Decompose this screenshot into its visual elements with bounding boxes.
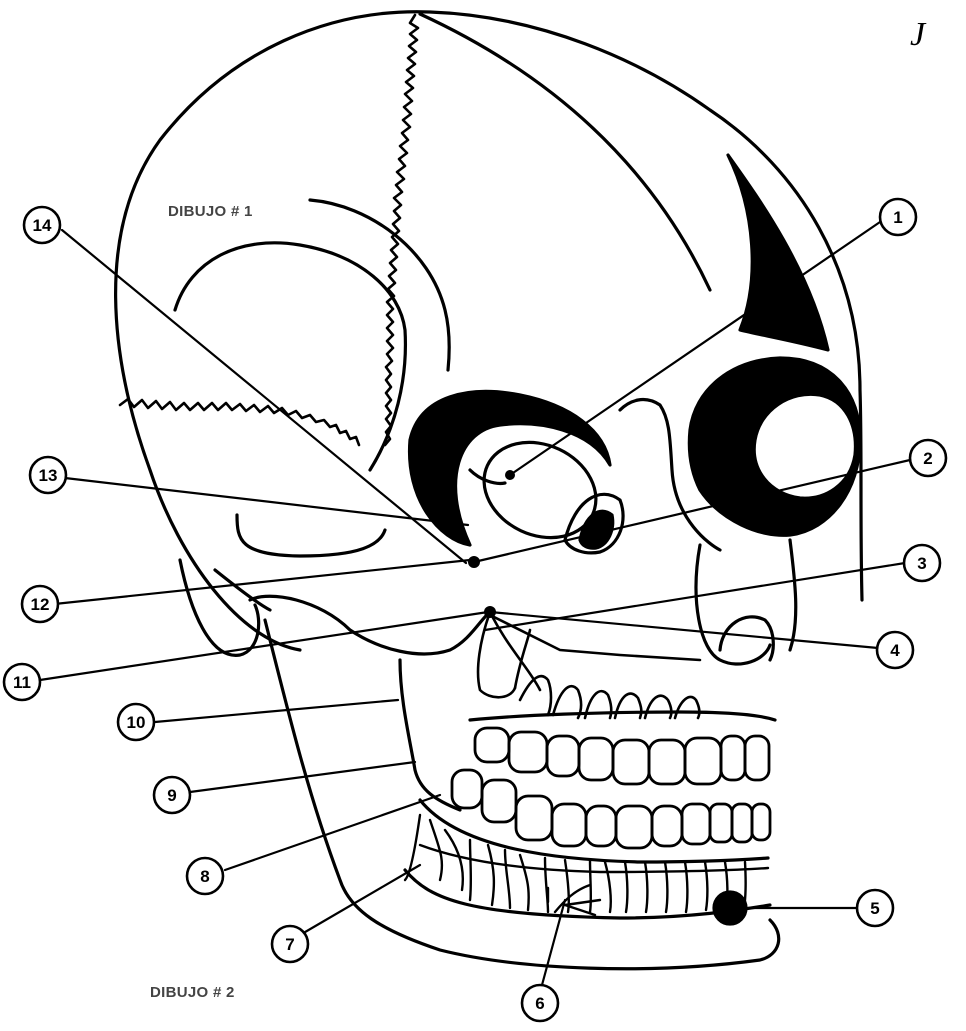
- callout-number-1: 1: [893, 208, 902, 227]
- caption-drawing-1: DIBUJO # 1: [168, 203, 253, 220]
- eye-socket-detail: [470, 470, 505, 483]
- upper-gumline: [470, 712, 775, 720]
- callout-number-3: 3: [917, 554, 926, 573]
- caption-drawing-2: DIBUJO # 2: [150, 984, 235, 1001]
- mandible-lower: [265, 620, 779, 969]
- callout-number-9: 9: [167, 786, 176, 805]
- callout-number-6: 6: [535, 994, 544, 1013]
- zygomatic-arch: [237, 515, 385, 556]
- maxilla-side: [790, 540, 796, 650]
- squamous-suture: [120, 399, 359, 445]
- upper-teeth: [475, 728, 769, 784]
- nerve-branch: [548, 885, 600, 915]
- callout-number-4: 4: [890, 641, 900, 660]
- lower-gumline: [420, 800, 768, 862]
- callout-number-12: 12: [31, 595, 50, 614]
- supraorbital-mark: [728, 155, 828, 350]
- callout-number-10: 10: [127, 713, 146, 732]
- corner-mark: J: [910, 16, 927, 53]
- lambdoid-line: [420, 14, 710, 290]
- callout-number-13: 13: [39, 466, 58, 485]
- callout-number-8: 8: [200, 867, 209, 886]
- callout-dots: [468, 470, 515, 618]
- cheekbone: [696, 545, 770, 664]
- orbit-right-inner: [754, 394, 855, 498]
- callout-number-7: 7: [285, 935, 294, 954]
- lower-teeth: [452, 770, 770, 848]
- zygomatic-arch-lower: [215, 570, 270, 610]
- temporal-line-inner: [310, 200, 449, 370]
- mental-foramen: [714, 892, 746, 924]
- callout-number-2: 2: [923, 449, 932, 468]
- callout-number-14: 14: [33, 216, 52, 235]
- callout-number-11: 11: [13, 673, 31, 692]
- temporal-line-outer: [175, 243, 405, 470]
- callout-number-5: 5: [870, 899, 879, 918]
